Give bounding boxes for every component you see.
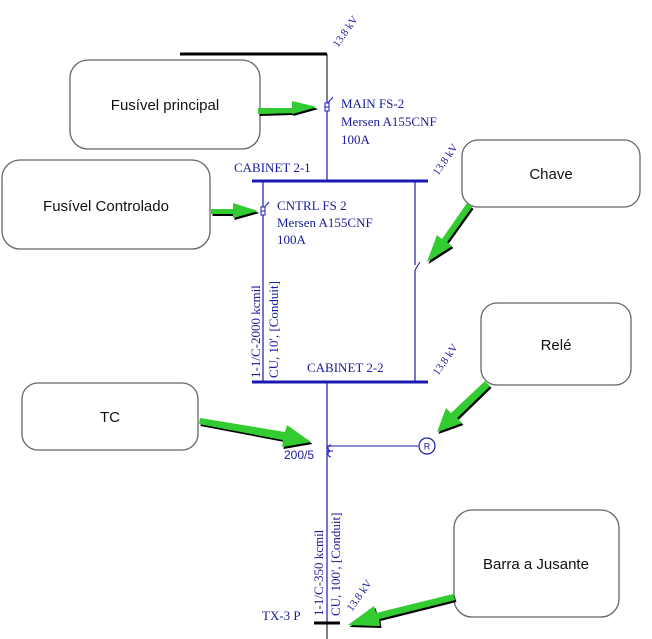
callout-relay: Relé xyxy=(480,302,632,386)
main-fuse-name: MAIN FS-2 xyxy=(341,96,404,111)
cable-1-spec-label: CU, 10', [Conduit] xyxy=(266,281,281,378)
callout-control-fuse: Fusível Controlado xyxy=(1,159,211,250)
cabinet-2-2-voltage-label: 13.8 kV xyxy=(431,342,461,378)
callout-main-fuse-text: Fusível principal xyxy=(111,97,219,114)
cable-1-size-label: 1-1/C-2000 kcmil xyxy=(248,285,263,378)
ct-ratio-label: 200/5 xyxy=(284,448,314,462)
switch-symbol[interactable] xyxy=(414,261,421,271)
cabinet-2-1-voltage-label: 13.8 kV xyxy=(431,142,461,178)
cable-2-spec-label: CU, 100', [Conduit] xyxy=(328,513,343,616)
utility-voltage-label: 13.8 kV xyxy=(331,14,361,50)
relay-symbol[interactable] xyxy=(418,437,436,455)
arrow-switch-icon xyxy=(427,203,472,262)
control-fuse-rating: 100A xyxy=(277,232,307,247)
arrow-relay-icon xyxy=(437,381,490,432)
main-fuse-symbol[interactable] xyxy=(324,96,334,112)
cabinet-2-2-label: CABINET 2-2 xyxy=(307,360,384,375)
tx3-bus-label: TX-3 P xyxy=(262,608,301,623)
main-fuse-rating: 100A xyxy=(341,132,371,147)
tx3-voltage-label: 13.8 kV xyxy=(345,578,375,614)
callout-switch-text: Chave xyxy=(529,166,572,183)
arrow-main-fuse-icon xyxy=(258,101,317,114)
ct-symbol[interactable] xyxy=(327,444,333,458)
callout-downstream-bus-text: Barra a Jusante xyxy=(483,556,589,573)
control-fuse-name: CNTRL FS 2 xyxy=(277,198,347,213)
callout-ct-text: TC xyxy=(100,409,120,426)
control-fuse-model: Mersen A155CNF xyxy=(277,215,373,230)
callout-downstream-bus: Barra a Jusante xyxy=(453,509,620,618)
main-fuse-model: Mersen A155CNF xyxy=(341,114,437,129)
arrow-ct-icon xyxy=(199,418,311,447)
callout-relay-text: Relé xyxy=(541,337,572,354)
arrow-control-fuse-icon xyxy=(211,203,258,218)
callout-control-fuse-text: Fusível Controlado xyxy=(43,198,169,215)
callout-switch: Chave xyxy=(461,139,641,208)
arrow-downstream-bus-icon xyxy=(348,594,455,626)
cabinet-2-1-label: CABINET 2-1 xyxy=(234,160,311,175)
relay-symbol-label: R xyxy=(424,442,431,452)
callout-ct: TC xyxy=(21,382,199,451)
cable-2-size-label: 1-1/C-350 kcmil xyxy=(311,529,326,616)
callout-main-fuse: Fusível principal xyxy=(69,59,261,150)
control-fuse-symbol[interactable] xyxy=(260,201,270,216)
